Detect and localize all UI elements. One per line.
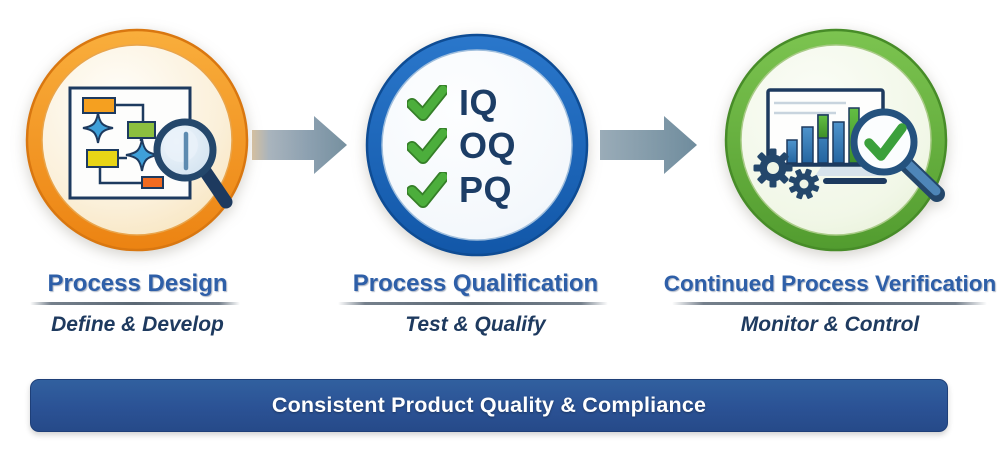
stage3-title-underline — [672, 302, 987, 305]
chart-gears-magnifier-icon — [724, 28, 948, 252]
checklist-row: OQ — [407, 126, 516, 166]
stage1-subtitle: Define & Develop — [51, 313, 224, 336]
qualification-checklist: IQ OQ PQ — [407, 33, 567, 257]
checklist-row: IQ — [407, 83, 498, 123]
checklist-item-label: PQ — [459, 169, 513, 210]
stage3-title: Continued Process Verification — [663, 271, 997, 296]
stage1-title-underline — [30, 302, 240, 305]
stage2-title-underline — [338, 302, 608, 305]
right-arrow-icon — [600, 116, 697, 174]
stage2-subtitle: Test & Qualify — [405, 313, 546, 336]
stage3-subtitle: Monitor & Control — [740, 313, 920, 336]
stage1-title: Process Design — [47, 270, 228, 297]
checklist-row: PQ — [407, 170, 512, 210]
flowchart-magnifier-icon — [25, 28, 249, 252]
banner: Consistent Product Quality & Compliance — [30, 379, 948, 432]
banner-label: Consistent Product Quality & Compliance — [271, 393, 707, 417]
right-arrow-icon — [252, 116, 347, 174]
stage2-title: Process Qualification — [352, 270, 599, 297]
checklist-item-label: OQ — [459, 125, 517, 166]
check-icon — [407, 172, 447, 208]
gear-icon — [753, 148, 793, 188]
gear-icon — [788, 168, 820, 200]
check-icon — [407, 85, 447, 121]
checklist-item-label: IQ — [459, 82, 499, 123]
check-icon — [407, 128, 447, 164]
